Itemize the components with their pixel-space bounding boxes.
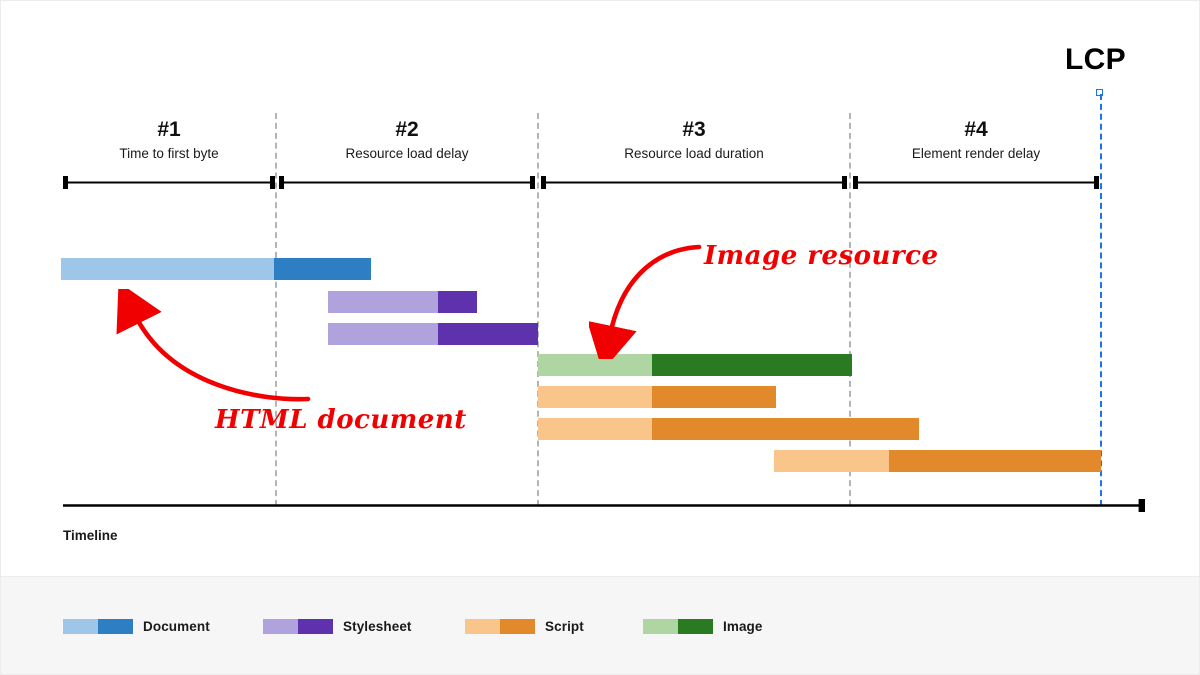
swatch-dark: [500, 619, 535, 634]
bar-segment-transfer: [438, 291, 477, 313]
bar-segment-transfer: [652, 386, 776, 408]
bar-script-2[interactable]: [538, 418, 919, 440]
phase-3-number: #3: [682, 118, 706, 141]
phase-4-number: #4: [964, 118, 988, 141]
legend-label-document: Document: [143, 619, 210, 634]
bar-segment-transfer: [652, 354, 852, 376]
bar-segment-transfer: [438, 323, 538, 345]
phase-1-number: #1: [157, 118, 181, 141]
bar-segment-transfer: [889, 450, 1101, 472]
timeline-axis: [63, 499, 1145, 512]
bar-image-resource[interactable]: [538, 354, 852, 376]
phase-divider-2: [537, 113, 539, 506]
swatch-dark: [678, 619, 713, 634]
bar-script-1[interactable]: [538, 386, 776, 408]
bar-segment-wait: [538, 418, 652, 440]
phase-3-measure-arrow: [541, 176, 847, 189]
phase-3-name: Resource load duration: [624, 146, 764, 162]
bar-segment-wait: [774, 450, 889, 472]
lcp-dashed-line: [1100, 94, 1102, 506]
legend-item-document[interactable]: Document: [63, 619, 210, 634]
phase-3: #3 Resource load duration: [539, 118, 849, 162]
bar-segment-wait: [61, 258, 274, 280]
bar-segment-transfer: [274, 258, 371, 280]
legend-band: [1, 576, 1199, 674]
bar-segment-wait: [538, 354, 652, 376]
phase-1-measure-arrow: [63, 176, 275, 189]
bar-segment-wait: [328, 323, 438, 345]
phase-divider-1: [275, 113, 277, 506]
legend-label-script: Script: [545, 619, 584, 634]
legend-swatch-stylesheet: [263, 619, 333, 634]
lcp-label: LCP: [1065, 43, 1126, 76]
phase-divider-3: [849, 113, 851, 506]
legend-item-script[interactable]: Script: [465, 619, 584, 634]
phase-4-measure-arrow: [853, 176, 1099, 189]
legend-swatch-image: [643, 619, 713, 634]
legend-swatch-script: [465, 619, 535, 634]
legend-item-image[interactable]: Image: [643, 619, 763, 634]
legend-label-stylesheet: Stylesheet: [343, 619, 412, 634]
image-resource-annotation-label: Image resource: [704, 241, 939, 271]
phase-1-name: Time to first byte: [119, 146, 219, 162]
phase-2-number: #2: [395, 118, 419, 141]
bar-segment-wait: [328, 291, 438, 313]
timeline-axis-label: Timeline: [63, 528, 118, 543]
swatch-light: [465, 619, 500, 634]
legend-swatch-document: [63, 619, 133, 634]
lcp-marker-icon: [1096, 89, 1103, 96]
swatch-dark: [98, 619, 133, 634]
bar-segment-transfer: [652, 418, 919, 440]
bar-segment-wait: [538, 386, 652, 408]
bar-stylesheet-1[interactable]: [328, 291, 477, 313]
legend-label-image: Image: [723, 619, 763, 634]
swatch-dark: [298, 619, 333, 634]
html-document-annotation-label: HTML document: [215, 405, 467, 435]
phase-2-measure-arrow: [279, 176, 535, 189]
phase-2: #2 Resource load delay: [277, 118, 537, 162]
phase-4-name: Element render delay: [911, 146, 1041, 162]
phase-2-name: Resource load delay: [345, 146, 469, 162]
phase-1: #1 Time to first byte: [63, 118, 275, 162]
swatch-light: [63, 619, 98, 634]
html-document-annotation-arrow: [116, 289, 311, 402]
swatch-light: [643, 619, 678, 634]
bar-stylesheet-2[interactable]: [328, 323, 538, 345]
phase-4: #4 Element render delay: [851, 118, 1101, 162]
image-resource-annotation-arrow: [589, 244, 702, 359]
legend-item-stylesheet[interactable]: Stylesheet: [263, 619, 412, 634]
swatch-light: [263, 619, 298, 634]
bar-document-html[interactable]: [61, 258, 371, 280]
bar-script-3[interactable]: [774, 450, 1101, 472]
